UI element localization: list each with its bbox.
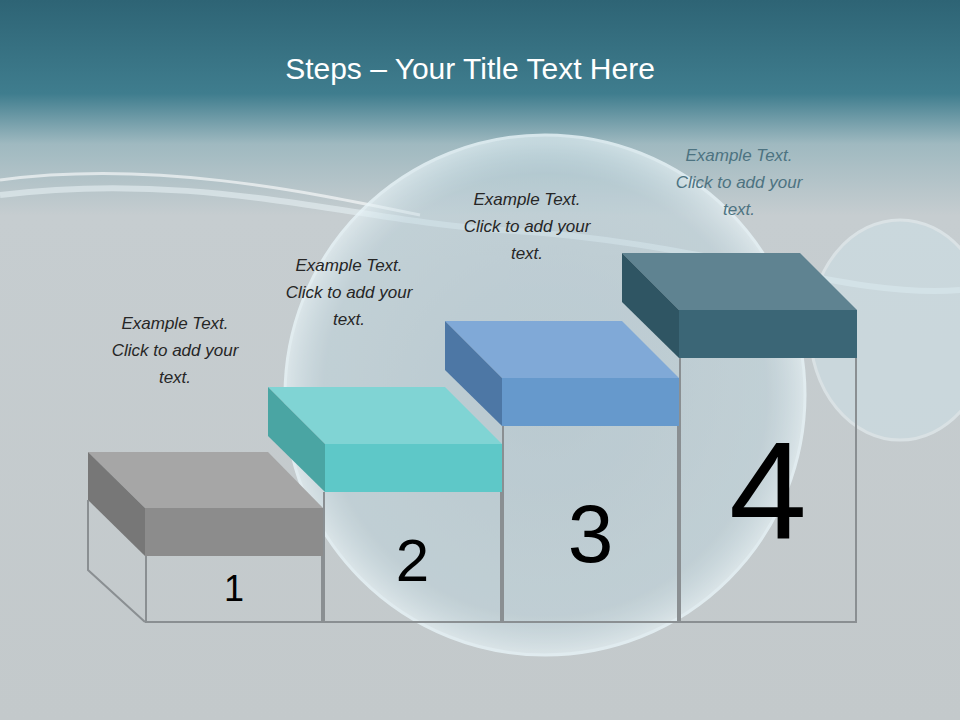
step-column: 4 — [679, 358, 857, 623]
step-column: 1 — [145, 556, 323, 623]
example-text: Example Text. Click to add your text. — [674, 142, 804, 223]
step-number: 2 — [325, 531, 500, 591]
slide-title: Steps – Your Title Text Here — [0, 52, 940, 86]
example-text: Example Text. Click to add your text. — [462, 186, 592, 267]
step-number: 3 — [504, 493, 677, 575]
step-number: 4 — [681, 421, 855, 561]
step-column: 3 — [502, 426, 679, 623]
example-text: Example Text. Click to add your text. — [110, 310, 240, 391]
example-text: Example Text. Click to add your text. — [284, 252, 414, 333]
step-number: 1 — [147, 571, 321, 607]
step-column: 2 — [323, 492, 502, 623]
